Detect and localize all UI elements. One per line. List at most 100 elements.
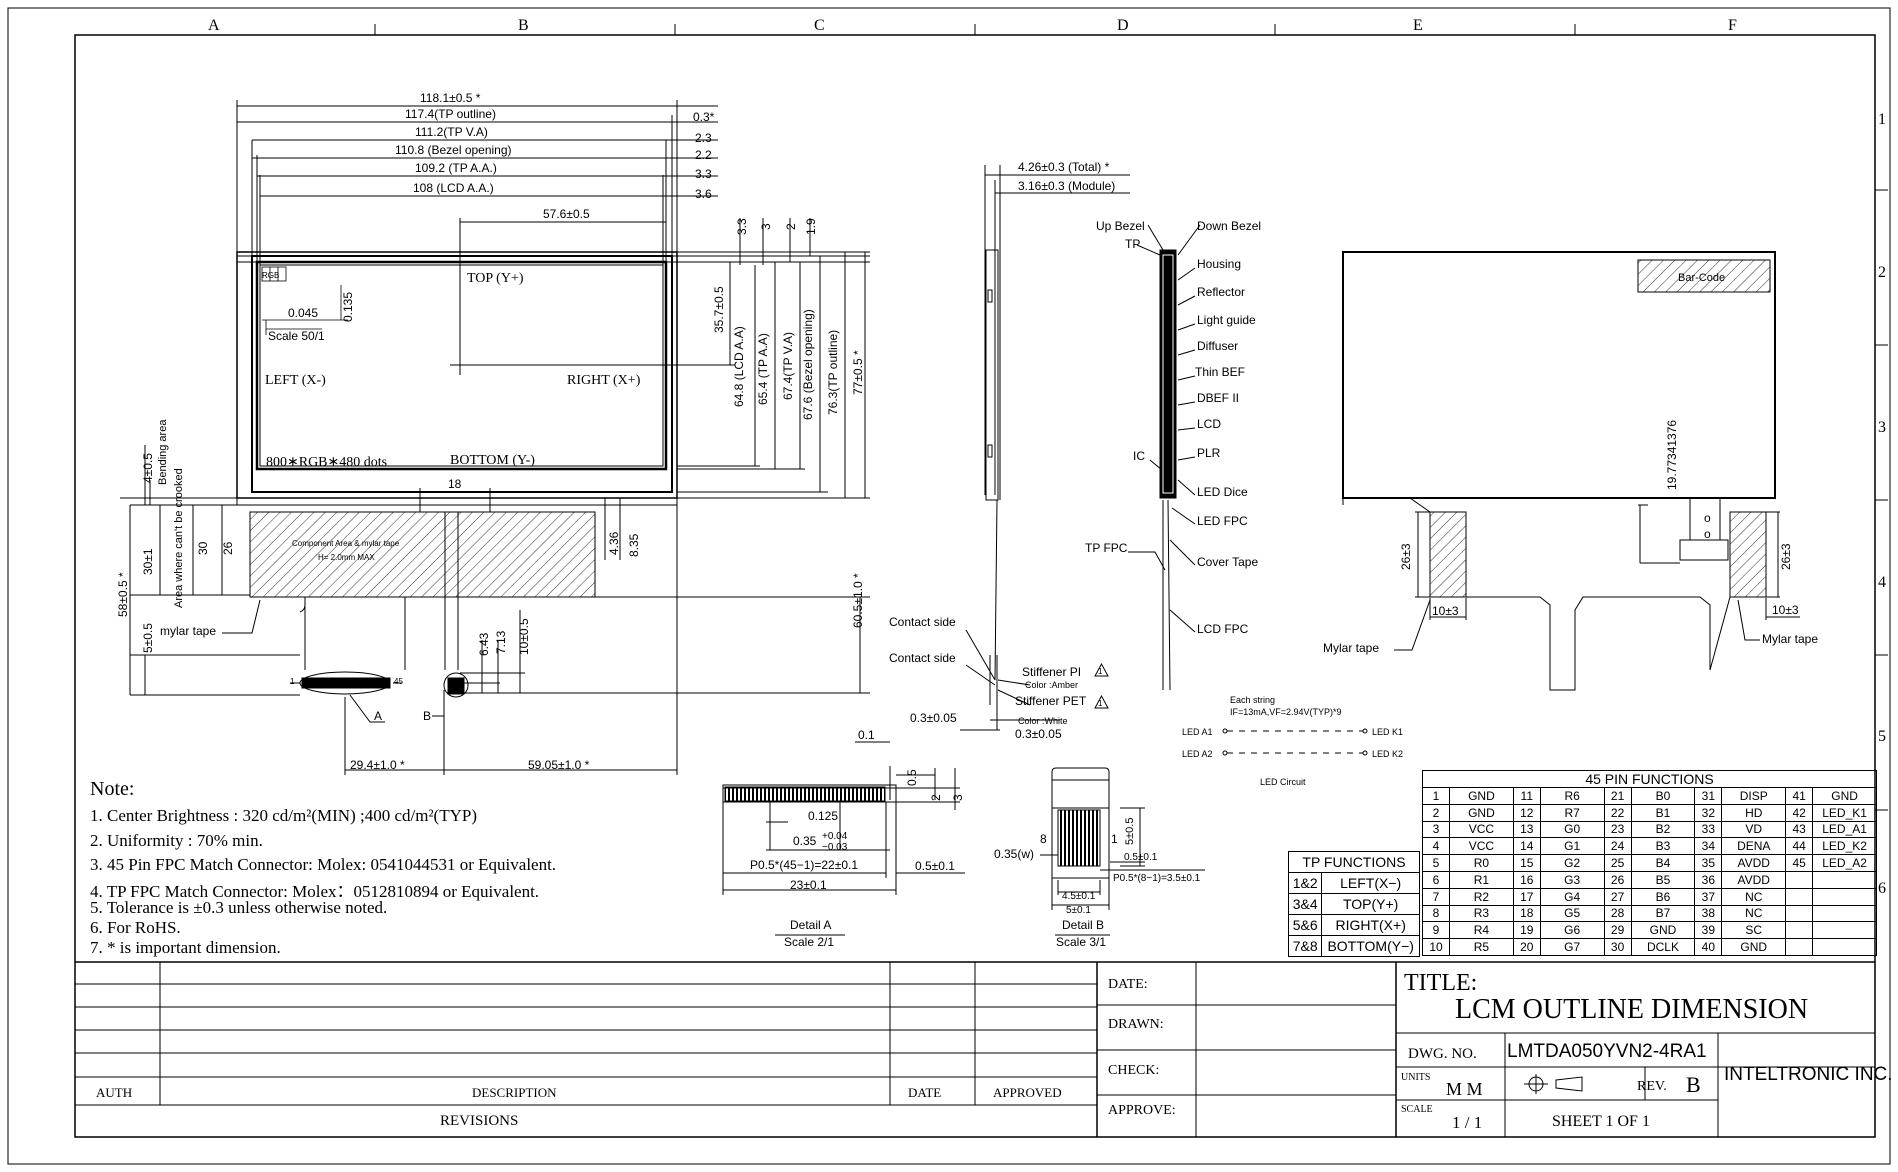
- col-c: C: [814, 17, 825, 34]
- side-view: [960, 165, 1130, 731]
- dim-30: 30: [196, 541, 210, 555]
- pin-number: 19: [1512, 921, 1541, 940]
- pin-number: 30: [1603, 938, 1632, 956]
- label-bottom: BOTTOM (Y-): [450, 453, 535, 468]
- dim-10: 10±0.5: [517, 618, 531, 655]
- note-7: 7. * is important dimension.: [90, 938, 281, 957]
- pin-signal: SC: [1721, 921, 1787, 940]
- label-component-area: Component Area & mylar tape: [292, 539, 400, 548]
- dim-109: 109.2 (TP A.A.): [415, 161, 497, 175]
- layer-lcd: LCD: [1197, 417, 1221, 431]
- led-a1: LED A1: [1182, 727, 1213, 737]
- tp-pin: 5&6: [1287, 914, 1323, 936]
- dim-4: 4±0.5: [141, 453, 155, 483]
- grid-rows: 1 2 3 4 5 6: [1878, 111, 1886, 897]
- layer-housing: Housing: [1197, 257, 1241, 271]
- da-tol-up: +0.04: [822, 831, 848, 842]
- pin-number: 7: [1421, 887, 1451, 906]
- pin-signal: DCLK: [1630, 938, 1696, 956]
- row-2: 2: [1878, 264, 1886, 281]
- tb-rev-label: REV.: [1637, 1079, 1667, 1094]
- row-1: 1: [1878, 111, 1886, 128]
- dim-v-763: 76.3(TP outline): [826, 330, 840, 415]
- layer-ic: IC: [1133, 449, 1145, 463]
- label-contact-1: Contact side: [889, 615, 956, 629]
- dim-v-19: 1.9: [804, 218, 818, 235]
- label-rgb: RGB: [262, 271, 279, 280]
- pin-number: 1: [1421, 787, 1451, 805]
- pin-number: 41: [1785, 787, 1814, 805]
- layer-thin-bef: Thin BEF: [1195, 365, 1245, 379]
- layer-stack: [1128, 224, 1201, 691]
- pin-number: 27: [1603, 887, 1632, 906]
- connector-o-1: o: [1704, 511, 1711, 525]
- pin-number: [1785, 870, 1814, 889]
- dim-26: 26: [221, 541, 235, 555]
- pin-signal: B1: [1630, 803, 1696, 822]
- col-f: F: [1728, 17, 1737, 34]
- pin-signal: [1812, 921, 1877, 940]
- pin-signal: VCC: [1449, 837, 1514, 856]
- tb-revisions: REVISIONS: [440, 1113, 518, 1129]
- da-title: Detail A: [790, 918, 831, 932]
- detail-a: [722, 741, 965, 936]
- dim-v-33: 3.3: [735, 218, 749, 235]
- pin-signal: R2: [1449, 887, 1514, 906]
- tp-function: RIGHT(X+): [1321, 914, 1420, 936]
- pin-number: 26: [1603, 870, 1632, 889]
- tp-header-row: TP FUNCTIONS: [1288, 851, 1420, 873]
- warn-1: 1: [1098, 667, 1103, 676]
- db-title: Detail B: [1062, 918, 1104, 932]
- pin-signal: DENA: [1721, 837, 1787, 856]
- pin-signal: R5: [1449, 938, 1514, 956]
- pin-number: 13: [1512, 820, 1541, 839]
- dim-57: 57.6±0.5: [543, 207, 590, 221]
- pin-45: 45: [394, 677, 403, 686]
- pin-signal: LED_A2: [1812, 854, 1877, 872]
- row-6: 6: [1878, 880, 1886, 897]
- pin-signal: R3: [1449, 904, 1514, 923]
- note-2: 2. Uniformity : 70% min.: [90, 831, 263, 850]
- dim-v-357: 35.7±0.5: [712, 286, 726, 333]
- pin-signal: VD: [1721, 820, 1787, 839]
- label-scale-50: Scale 50/1: [268, 329, 325, 343]
- label-contact-2: Contact side: [889, 651, 956, 665]
- dim-v-3: 3: [759, 223, 773, 230]
- tp-function: TOP(Y+): [1321, 893, 1420, 915]
- dim-26b: 26±3: [1779, 543, 1793, 570]
- dim-117: 117.4(TP outline): [405, 107, 496, 121]
- tb-title: LCM OUTLINE DIMENSION: [1455, 994, 1808, 1025]
- led-circuit: [1222, 728, 1368, 756]
- tb-approve: APPROVE:: [1108, 1103, 1176, 1118]
- pin-signal: GND: [1812, 787, 1877, 805]
- row-3: 3: [1878, 419, 1886, 436]
- tb-check: CHECK:: [1108, 1063, 1159, 1078]
- barcode-area: [1637, 259, 1771, 293]
- pin-number: 33: [1694, 820, 1723, 839]
- pin-signal: B3: [1630, 837, 1696, 856]
- front-view: [120, 100, 870, 775]
- label-resolution: 800∗RGB∗480 dots: [266, 455, 387, 470]
- label-left: LEFT (X-): [265, 373, 326, 388]
- note-6: 6. For RoHS.: [90, 918, 181, 937]
- tb-auth: AUTH: [96, 1085, 132, 1100]
- dim-426: 4.26±0.3 (Total) *: [1018, 160, 1110, 174]
- label-color-amber: Color :Amber: [1025, 680, 1078, 690]
- dim-03b: 0.3±0.05: [1015, 727, 1062, 741]
- pin-number: 45: [1785, 854, 1814, 872]
- detail-b-pins: [1057, 809, 1101, 867]
- tb-units-label: UNITS: [1401, 1072, 1430, 1083]
- led-circuit-label: LED Circuit: [1260, 777, 1306, 787]
- tb-date: DATE:: [1108, 977, 1148, 992]
- pin-number: 17: [1512, 887, 1541, 906]
- dim-18: 18: [448, 477, 462, 491]
- pin-number: 42: [1785, 803, 1814, 822]
